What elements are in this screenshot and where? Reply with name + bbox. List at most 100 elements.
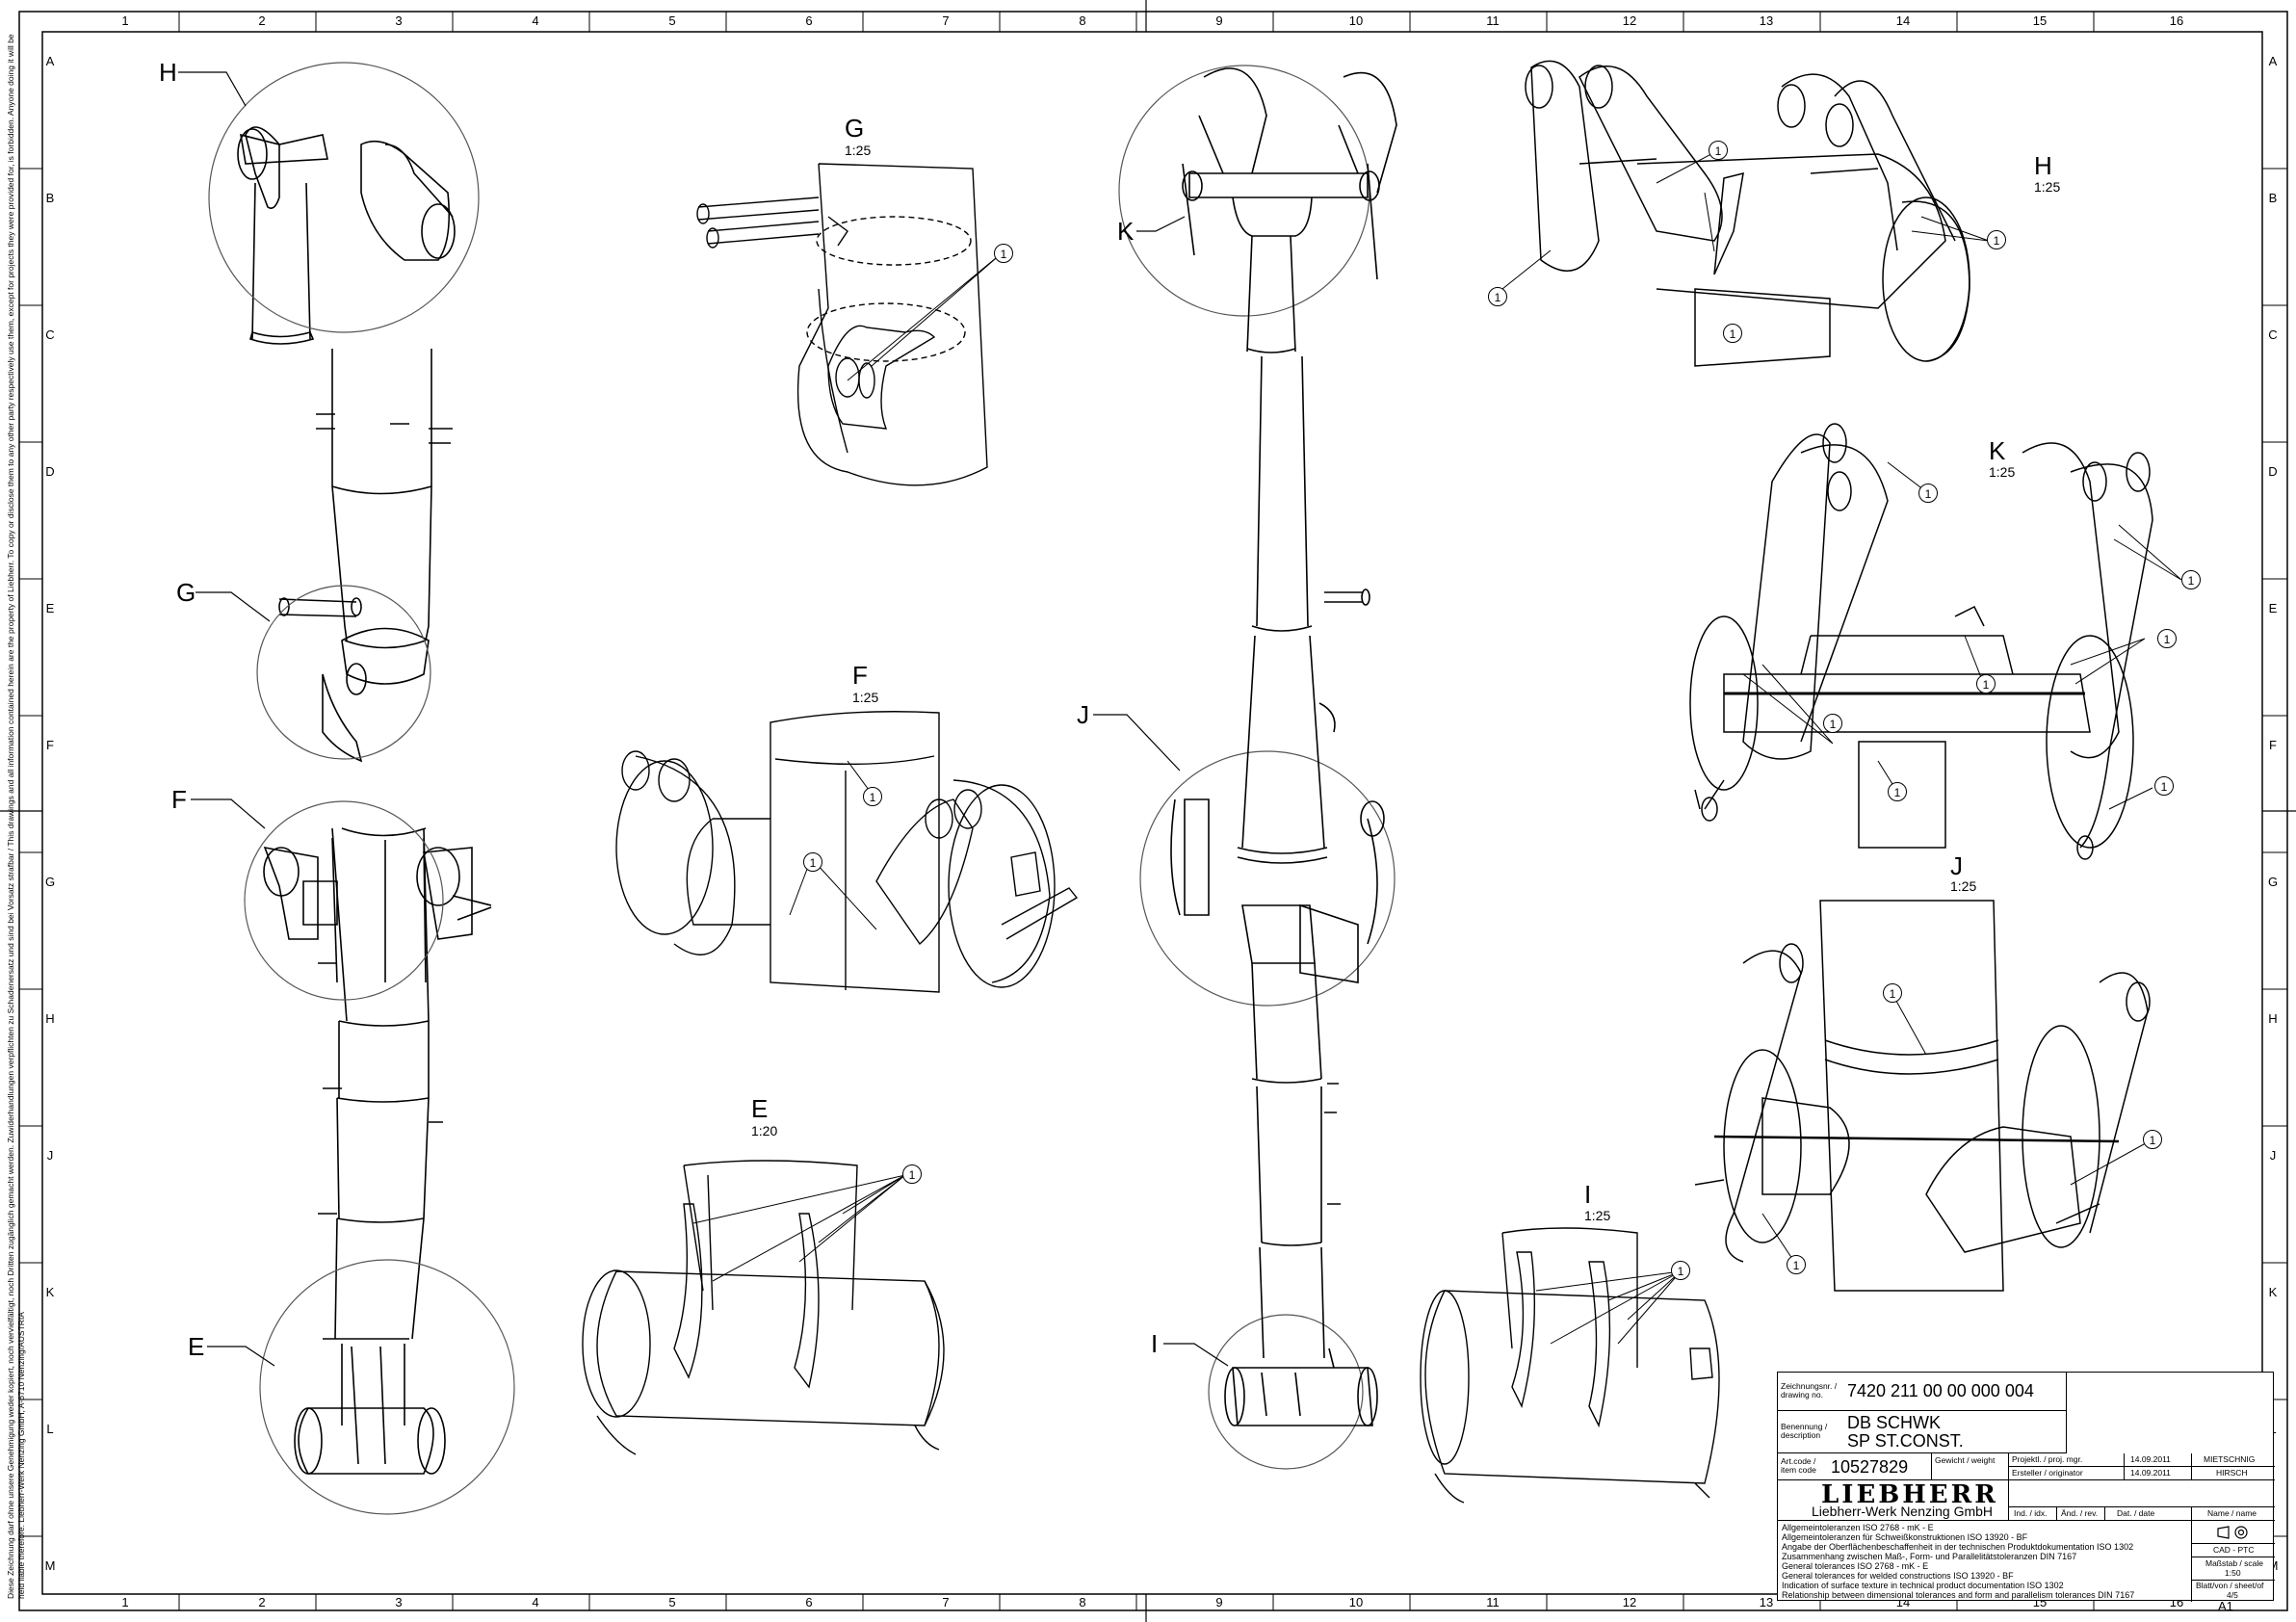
description-cell: Benennung / description DB SCHWK SP ST.C…	[1778, 1411, 2067, 1453]
detail-circle-e	[259, 1259, 515, 1515]
item-bubble: 1	[1488, 287, 1507, 306]
item-bubble: 1	[1883, 983, 1902, 1003]
item-bubble: 1	[2154, 776, 2174, 796]
zone-col-bottom-13: 13	[1759, 1595, 1774, 1609]
tolerance-line: Zusammenhang zwischen Maß-, Form- und Pa…	[1782, 1552, 2077, 1561]
zone-row-right-c: C	[2268, 327, 2278, 342]
item-bubble: 1	[902, 1164, 922, 1184]
item-bubble: 1	[2143, 1130, 2162, 1149]
callout-e: E	[188, 1332, 205, 1361]
view-label-g: G	[845, 114, 865, 143]
item-bubble: 1	[1709, 141, 1728, 160]
zone-col-bottom-12: 12	[1622, 1595, 1637, 1609]
tolerance-line: General tolerances for welded constructi…	[1782, 1571, 2014, 1581]
zone-row-left-f: F	[46, 738, 54, 752]
detail-j-drawing	[1694, 900, 2151, 1292]
assembly-right	[1170, 67, 1397, 1426]
zone-col-bottom-5: 5	[668, 1595, 676, 1609]
zone-row-left-d: D	[45, 464, 55, 479]
zone-row-left-g: G	[44, 875, 56, 889]
originator-date-cell: 14.09.2011	[2125, 1467, 2192, 1480]
item-code-label: Art.code / item code	[1781, 1456, 1816, 1475]
detail-circle-i	[1208, 1314, 1364, 1470]
ind-label: Ind. / idx.	[2014, 1508, 2048, 1518]
view-label-i: I	[1584, 1180, 1592, 1209]
zone-col-bottom-10: 10	[1348, 1595, 1364, 1609]
zone-row-right-e: E	[2268, 601, 2278, 615]
item-bubble: 1	[803, 852, 822, 872]
liebherr-logo: LIEBHERR	[1821, 1480, 1998, 1509]
zone-col-top-1: 1	[121, 13, 129, 28]
tolerance-line: Allgemeintoleranzen für Schweißkonstrukt…	[1782, 1532, 2028, 1542]
zone-col-bottom-7: 7	[942, 1595, 950, 1609]
zone-row-left-c: C	[45, 327, 55, 342]
zone-col-top-8: 8	[1079, 13, 1086, 28]
view-scale-e: 1:20	[751, 1123, 778, 1138]
zone-col-top-13: 13	[1759, 13, 1774, 28]
zone-col-bottom-3: 3	[395, 1595, 403, 1609]
company-name: Liebherr-Werk Nenzing GmbH	[1812, 1504, 1994, 1519]
zone-col-top-2: 2	[258, 13, 266, 28]
item-bubble: 1	[1918, 484, 1938, 503]
zone-row-right-g: G	[2267, 875, 2279, 889]
revision-blank	[2009, 1480, 2275, 1507]
zone-col-top-9: 9	[1215, 13, 1223, 28]
view-scale-g: 1:25	[845, 143, 872, 158]
description-line-1: DB SCHWK	[1847, 1413, 1942, 1432]
item-code-cell: Art.code / item code 10527829	[1778, 1453, 1932, 1480]
proj-mgr-name-cell: MIETSCHNIG	[2192, 1453, 2275, 1467]
view-label-k: K	[1989, 436, 2006, 465]
item-bubble: 1	[1888, 782, 1907, 801]
weight-label: Gewicht / weight	[1935, 1455, 1996, 1465]
zone-row-left-m: M	[44, 1558, 56, 1573]
logo-cell: LIEBHERR Liebherr-Werk Nenzing GmbH	[1778, 1480, 2009, 1521]
item-bubble: 1	[1671, 1261, 1690, 1280]
view-scale-i: 1:25	[1584, 1208, 1611, 1223]
item-bubble: 1	[863, 787, 882, 806]
zone-col-bottom-2: 2	[258, 1595, 266, 1609]
zone-row-right-d: D	[2268, 464, 2278, 479]
callout-j: J	[1077, 700, 1089, 729]
zone-col-top-16: 16	[2169, 13, 2184, 28]
zone-row-right-h: H	[2268, 1011, 2278, 1026]
proj-mgr-name: MIETSCHNIG	[2204, 1454, 2256, 1464]
sheet-value: 4/5	[2227, 1590, 2238, 1600]
zone-col-bottom-4: 4	[532, 1595, 539, 1609]
item-bubble: 1	[994, 244, 1013, 263]
proj-mgr-date-cell: 14.09.2011	[2125, 1453, 2192, 1467]
zone-col-top-5: 5	[668, 13, 676, 28]
detail-k-drawing	[1689, 423, 2153, 860]
cad-label: CAD - PTC	[2213, 1545, 2255, 1555]
proj-mgr-label-cell: Projektl. / proj. mgr.	[2009, 1453, 2125, 1467]
detail-circle-h	[208, 62, 480, 333]
drawing-no-label: Zeichnungsnr. / drawing no.	[1781, 1381, 1838, 1400]
zone-col-bottom-8: 8	[1079, 1595, 1086, 1609]
detail-i-drawing	[1420, 1227, 1720, 1504]
zone-row-left-j: J	[46, 1148, 54, 1163]
cad-icon-cell	[2192, 1521, 2275, 1544]
view-label-f: F	[852, 661, 868, 690]
zone-col-top-4: 4	[532, 13, 539, 28]
zone-row-right-k: K	[2268, 1285, 2278, 1299]
zone-col-top-7: 7	[942, 13, 950, 28]
description-line-2: SP ST.CONST.	[1847, 1431, 1964, 1451]
callout-h: H	[159, 58, 177, 87]
zone-row-left-e: E	[45, 601, 55, 615]
detail-h-drawing	[1525, 60, 1970, 367]
name-label-cell: Name / name	[2192, 1507, 2275, 1521]
sheet-cell: Blatt/von / sheet/of 4/5	[2192, 1581, 2275, 1602]
zone-row-left-k: K	[45, 1285, 55, 1299]
zone-row-right-f: F	[2269, 738, 2277, 752]
tolerance-line: Angabe der Oberflächenbeschaffenheit in …	[1782, 1542, 2134, 1552]
originator-label-cell: Ersteller / originator	[2009, 1467, 2125, 1480]
detail-circle-f	[244, 800, 444, 1001]
view-scale-j: 1:25	[1950, 878, 1977, 894]
copyright-note: Diese Zeichnung darf ohne unsere Genehmi…	[6, 34, 26, 1599]
name-label: Name / name	[2207, 1508, 2257, 1518]
view-label-e: E	[751, 1094, 769, 1123]
tolerance-line: Allgemeintoleranzen ISO 2768 - mK - E	[1782, 1523, 1934, 1532]
view-scale-k: 1:25	[1989, 464, 2016, 480]
rev-label-cell: Änd. / rev.	[2057, 1507, 2105, 1521]
scale-cell: Maßstab / scale 1:50	[2192, 1557, 2275, 1581]
